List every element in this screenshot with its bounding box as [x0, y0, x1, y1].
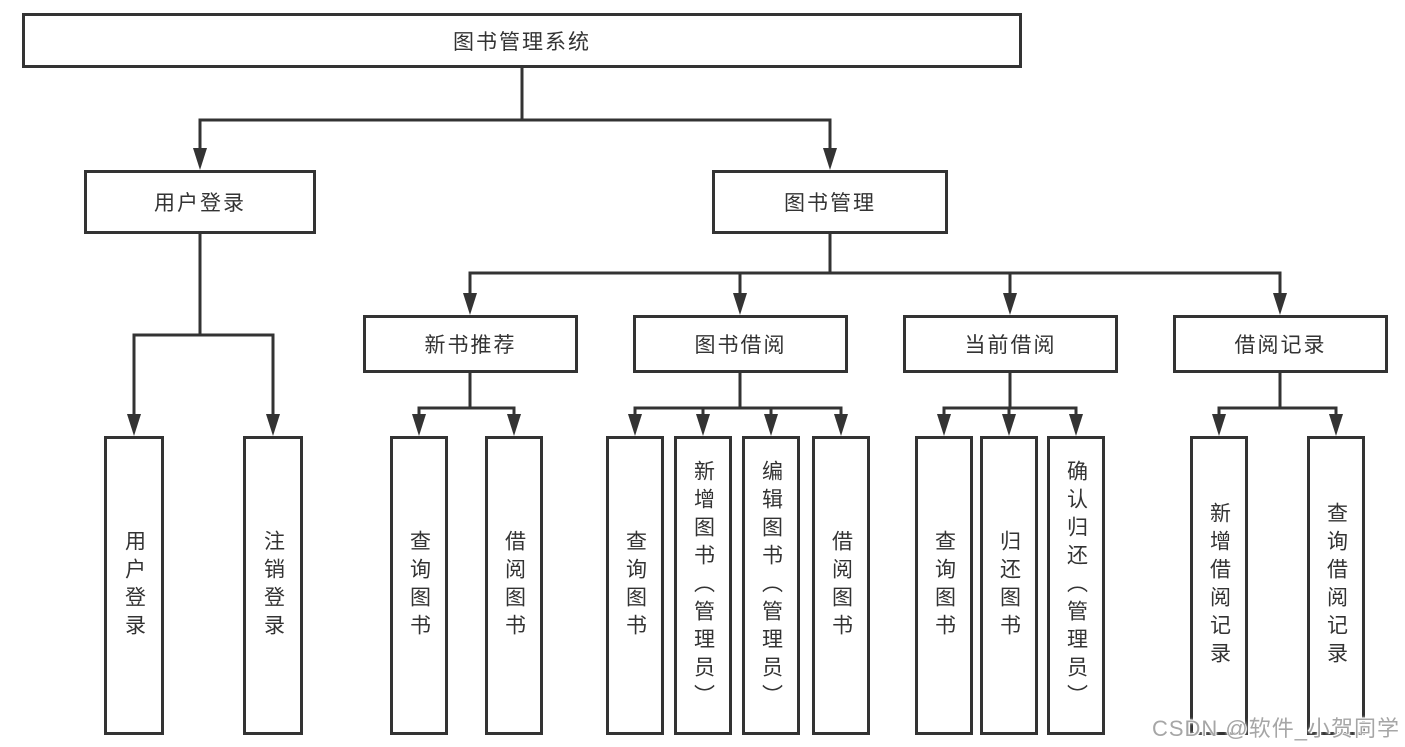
leaf-query-books: 查询图书	[915, 436, 973, 735]
node-label: 查询图书	[407, 529, 431, 642]
arrowheads	[127, 148, 1343, 436]
node-label: 查询图书	[932, 529, 956, 642]
node-user-login: 用户登录	[84, 170, 316, 234]
leaf-add-book-admin: 新增图书（管理员）	[674, 436, 732, 735]
leaf-user-login: 用户登录	[104, 436, 164, 735]
node-new-book-recommendation: 新书推荐	[363, 315, 578, 373]
node-label: 当前借阅	[964, 334, 1057, 357]
node-label: 归还图书	[997, 529, 1021, 642]
node-label: 注销登录	[261, 529, 285, 642]
leaf-add-borrow-record: 新增借阅记录	[1190, 436, 1248, 735]
leaf-borrow-books: 借阅图书	[485, 436, 543, 735]
node-label: 图书借阅	[694, 334, 787, 357]
node-label: 用户登录	[122, 529, 146, 642]
leaf-edit-book-admin: 编辑图书（管理员）	[742, 436, 800, 735]
csdn-watermark: CSDN @软件_小贺同学	[1151, 716, 1400, 741]
node-label: 借阅记录	[1234, 334, 1327, 357]
leaf-query-borrow-record: 查询借阅记录	[1307, 436, 1365, 735]
node-label: 查询图书	[623, 529, 647, 642]
node-label: 编辑图书（管理员）	[759, 459, 783, 712]
node-label: 新增借阅记录	[1207, 501, 1231, 670]
node-label: 新书推荐	[424, 334, 517, 357]
node-book-borrowing: 图书借阅	[633, 315, 848, 373]
node-borrowing-records: 借阅记录	[1173, 315, 1388, 373]
leaf-return-books: 归还图书	[980, 436, 1038, 735]
node-label: 图书管理系统	[453, 30, 591, 54]
node-label: 查询借阅记录	[1324, 501, 1348, 670]
node-label: 用户登录	[154, 192, 246, 215]
node-library-system: 图书管理系统	[22, 13, 1022, 68]
node-label: 确认归还（管理员）	[1064, 459, 1088, 712]
leaf-query-books: 查询图书	[606, 436, 664, 735]
node-label: 新增图书（管理员）	[691, 459, 715, 712]
node-current-borrowing: 当前借阅	[903, 315, 1118, 373]
node-label: 借阅图书	[502, 529, 526, 642]
node-book-management: 图书管理	[712, 170, 948, 234]
leaf-logout: 注销登录	[243, 436, 303, 735]
leaf-confirm-return-admin: 确认归还（管理员）	[1047, 436, 1105, 735]
leaf-borrow-books: 借阅图书	[812, 436, 870, 735]
node-label: 图书管理	[784, 192, 876, 215]
leaf-query-books: 查询图书	[390, 436, 448, 735]
node-label: 借阅图书	[829, 529, 853, 642]
